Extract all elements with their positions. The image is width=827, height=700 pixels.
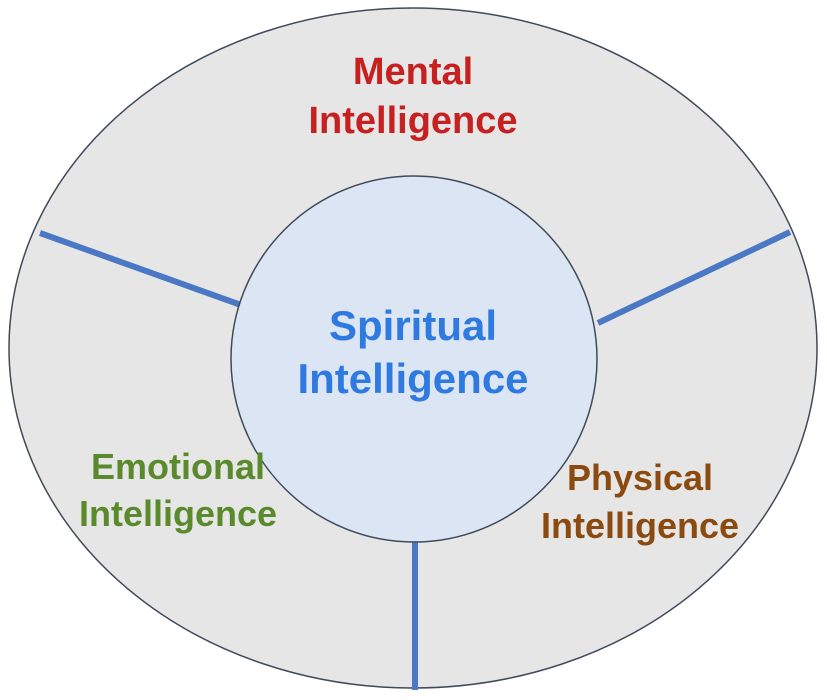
divider-line-right [596, 229, 792, 326]
mental-label-line1: Mental [352, 51, 474, 93]
spiritual-label-line2: Intelligence [297, 354, 529, 402]
physical-intelligence-label: Physical Intelligence [520, 454, 760, 549]
spiritual-intelligence-label: Spiritual Intelligence [283, 300, 543, 405]
emotional-intelligence-label: Emotional Intelligence [48, 444, 308, 538]
physical-label-line1: Physical [566, 457, 714, 498]
emotional-label-line1: Emotional [90, 446, 265, 487]
mental-intelligence-label: Mental Intelligence [288, 48, 538, 145]
physical-label-line2: Intelligence [540, 504, 740, 546]
inner-circle [230, 175, 598, 543]
divider-line-left [38, 230, 243, 308]
mental-label-line2: Intelligence [308, 99, 518, 142]
spiritual-label-line1: Spiritual [328, 302, 498, 349]
emotional-label-line2: Intelligence [78, 492, 278, 534]
